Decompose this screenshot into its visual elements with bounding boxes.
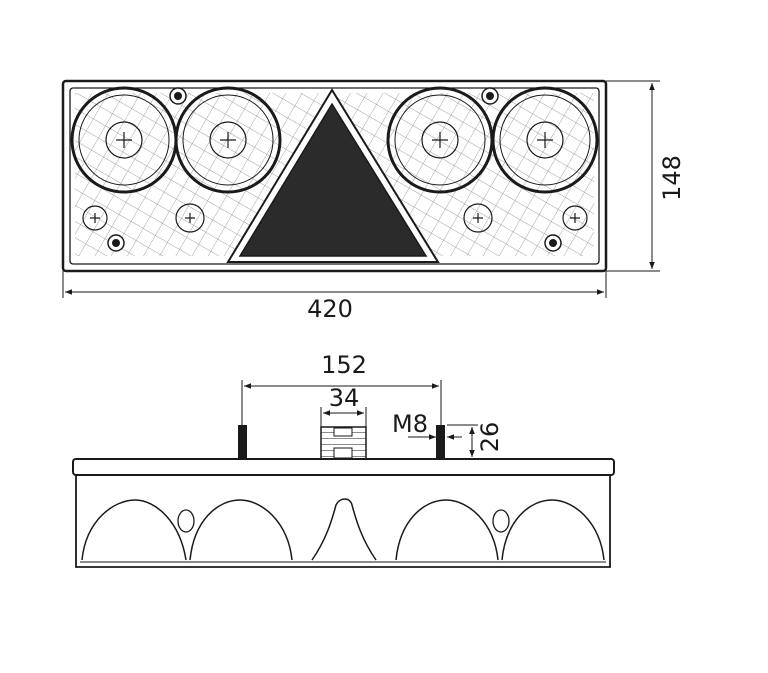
lamp-housing-outline — [61, 79, 608, 273]
top-view: 152 34 M8 26 — [72, 351, 615, 568]
thread-callout: M8 — [392, 410, 462, 440]
dimension-26-label: 26 — [476, 422, 504, 453]
dimension-connector: 34 — [320, 384, 367, 427]
dimension-width: 420 — [62, 271, 607, 323]
small-lamps — [82, 203, 588, 233]
dimension-34-label: 34 — [329, 384, 360, 412]
housing-side-profile — [75, 475, 611, 568]
mounting-bolts — [238, 425, 445, 459]
lamp-housing-inner — [69, 87, 600, 265]
dimension-m8-label: M8 — [392, 410, 428, 438]
dimension-148-label: 148 — [658, 155, 686, 201]
connector — [320, 426, 367, 460]
dimension-420-label: 420 — [307, 295, 353, 323]
mounting-screws — [107, 87, 562, 252]
dimension-152-label: 152 — [321, 351, 367, 379]
dimension-height: 148 — [606, 80, 686, 272]
front-view: 148 420 — [61, 79, 686, 323]
triangle-reflector — [226, 88, 440, 263]
housing-top — [72, 458, 615, 476]
dimension-bolt-spacing: 152 — [241, 351, 442, 425]
lens-profiles — [81, 498, 605, 561]
dimension-bolt-length: 26 — [447, 422, 504, 457]
lamp-right-2 — [491, 86, 599, 194]
lamp-left-2 — [174, 86, 282, 194]
